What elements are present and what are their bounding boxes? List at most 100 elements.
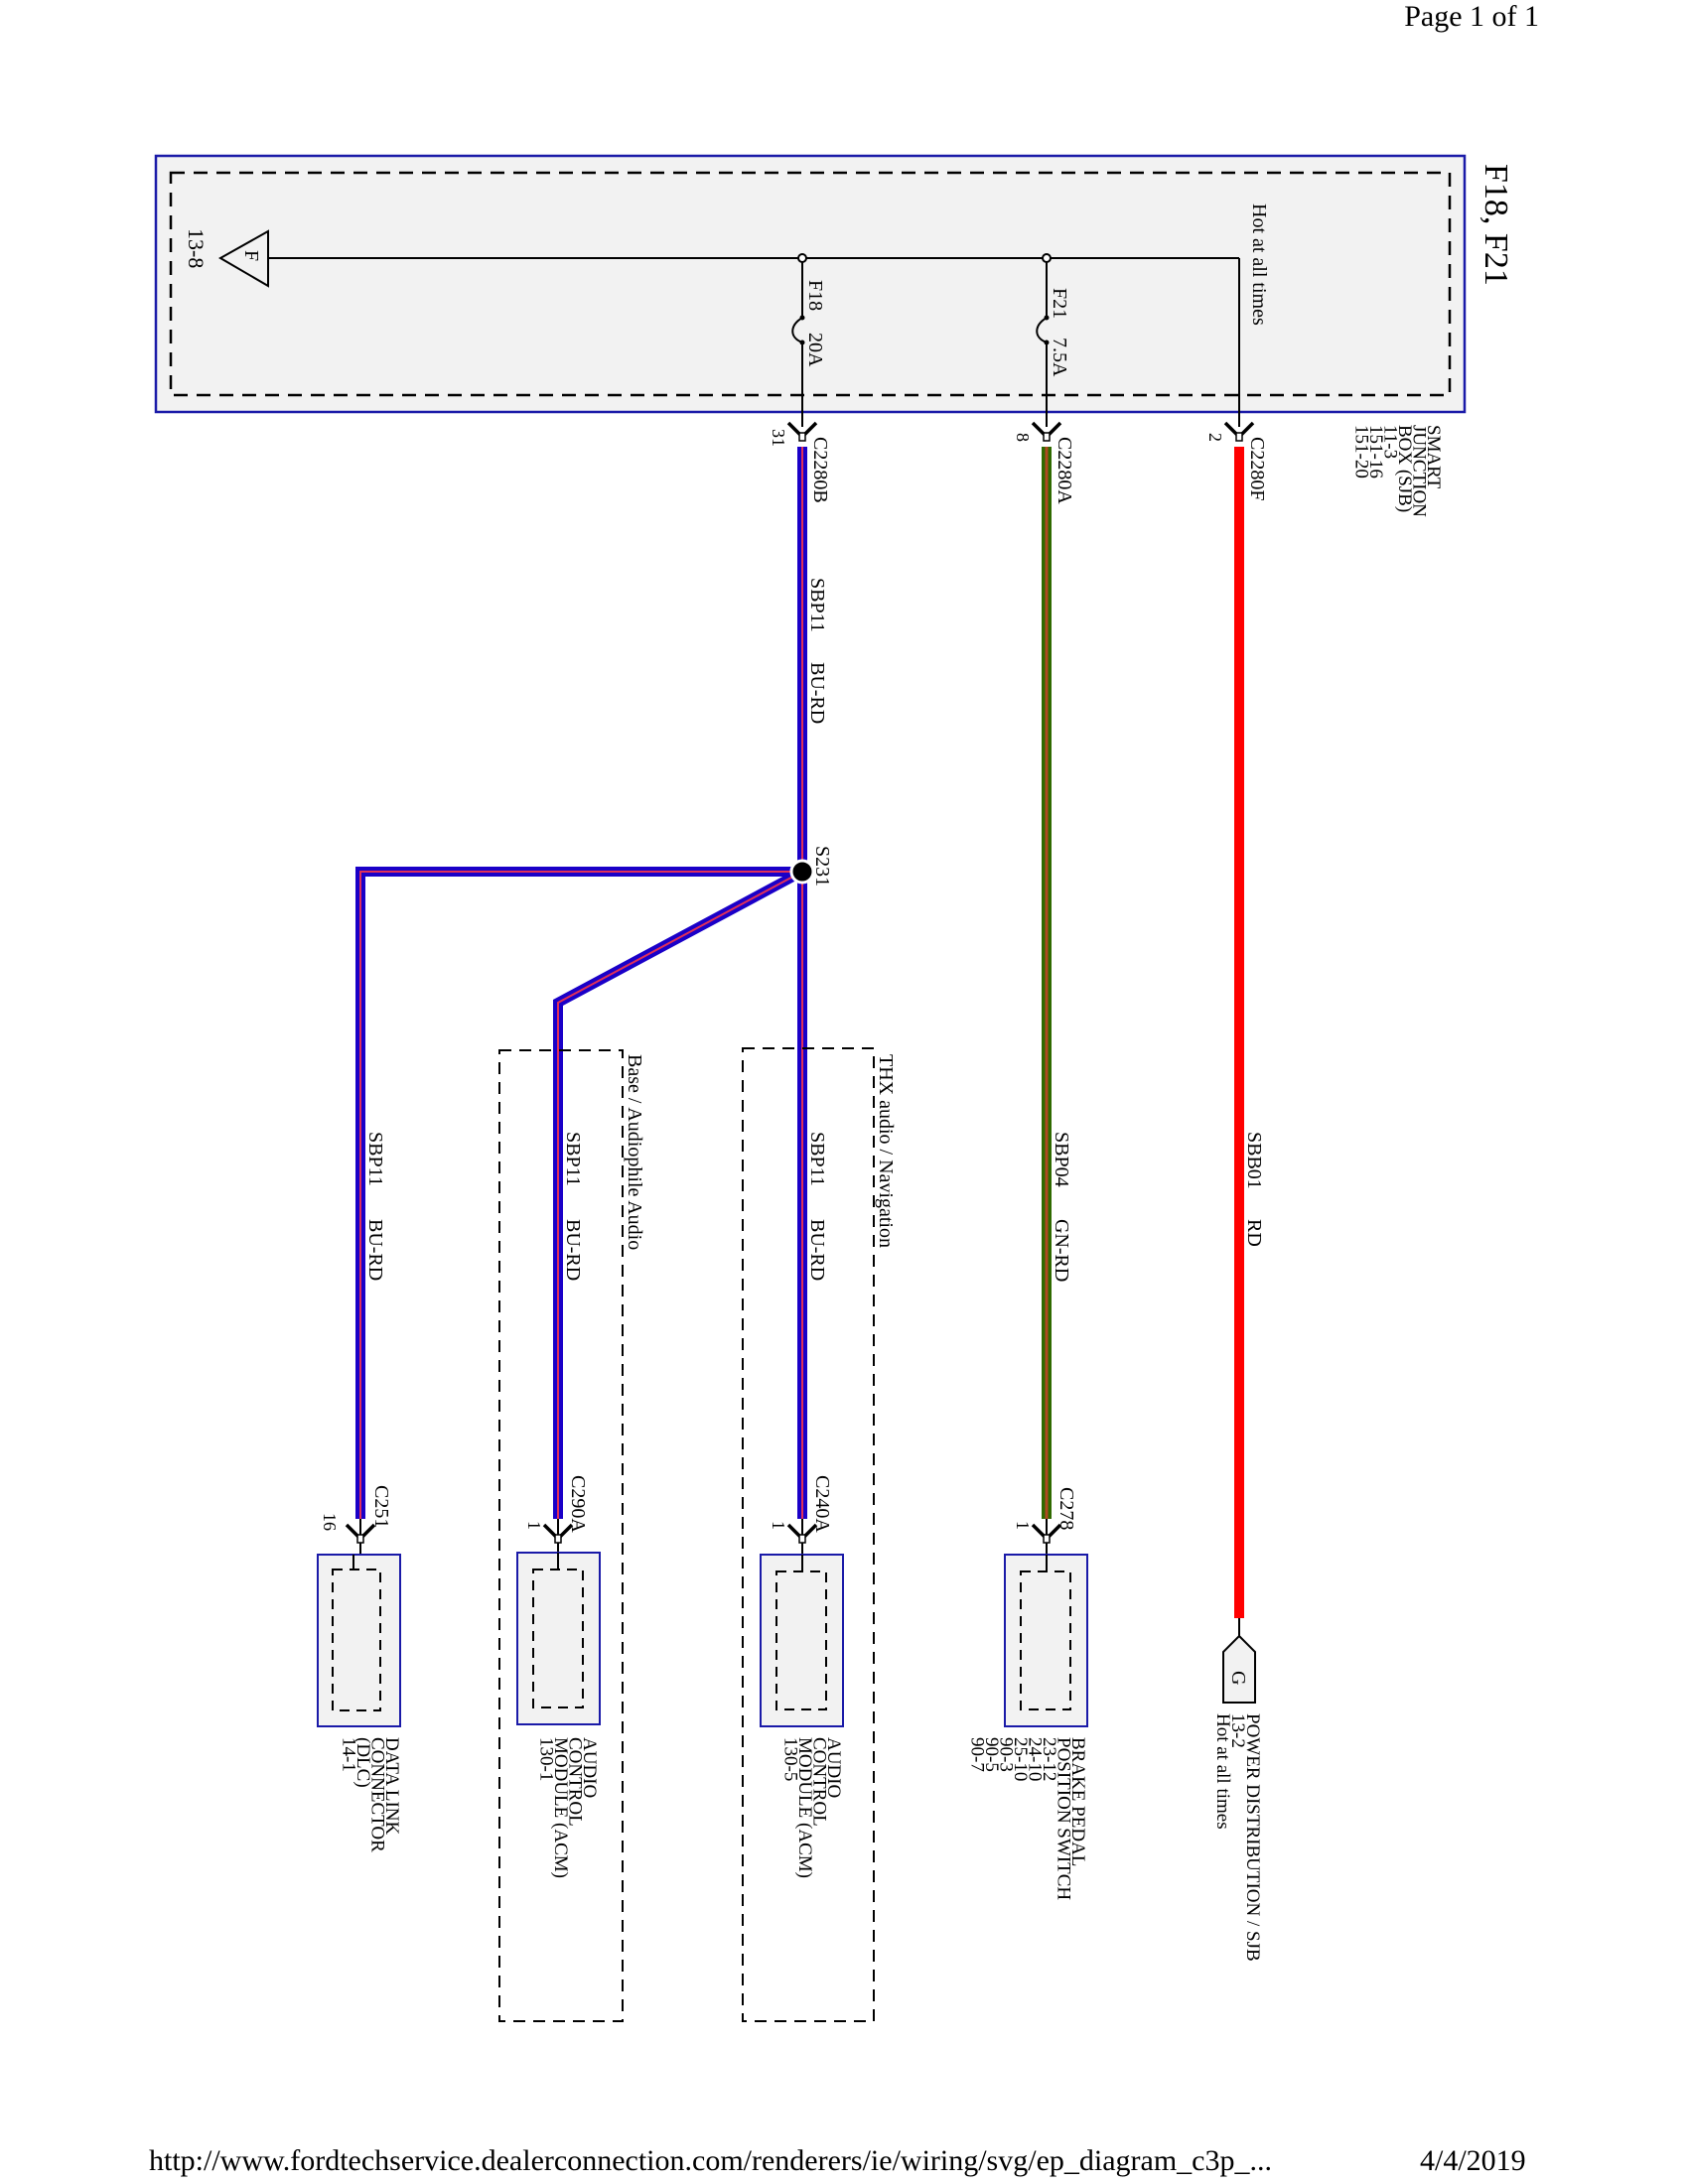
component-line: 90-3 (996, 1737, 1017, 1772)
wire-sbp04-green: SBP04 GN-RD (1042, 447, 1072, 1569)
component-line: CONTROL (809, 1737, 830, 1827)
sjb-name-line: 151-20 (1351, 425, 1372, 478)
wire-color-code: BU-RD (806, 1219, 828, 1281)
component-line: (DLC) (352, 1737, 373, 1788)
option-group-label: Base / Audiophile Audio (624, 1054, 645, 1250)
wire-circuit: SBP11 (562, 1132, 584, 1186)
reference-flag-f: F 13-8 (184, 228, 269, 288)
flag-letter: F (240, 250, 262, 261)
connector-c2280b: C2280B 31 (769, 421, 831, 503)
wire-sbp11-to-c240a: SBP11 BU-RD (797, 872, 828, 1569)
sjb-name-line: SMART (1423, 425, 1444, 489)
fuse-f18: F18 20A (791, 253, 826, 427)
sjb-name-line: 11-3 (1380, 425, 1401, 459)
wire-color-code: RD (1243, 1219, 1265, 1247)
connector-pin: 8 (1013, 433, 1033, 442)
connector-pin: 31 (769, 429, 788, 447)
connector-pin: 16 (320, 1513, 340, 1531)
connector-c2280a: C2280A 8 (1013, 421, 1075, 504)
connector-pin: 1 (1013, 1521, 1033, 1530)
flag-ref: 13-8 (184, 228, 209, 268)
option-group-label: THX audio / Navigation (875, 1054, 897, 1248)
component-line: 130-5 (780, 1737, 801, 1781)
smart-junction-box: F 13-8 Hot at all times F18 20A F21 7.5A… (154, 154, 1467, 517)
wire-circuit: SBP11 (364, 1132, 386, 1186)
connector-id: C240A (811, 1475, 833, 1533)
component-line: 23-12 (1039, 1737, 1059, 1781)
component-line: 25-10 (1010, 1737, 1031, 1781)
flag-letter: G (1227, 1671, 1249, 1685)
connector-id: C2280B (809, 437, 831, 503)
connector-pin: 1 (524, 1521, 544, 1530)
power-distribution-line: 13-2 (1227, 1713, 1248, 1748)
option-group-base-audiophile: Base / Audiophile Audio (498, 1049, 645, 2022)
fuse-rating: 7.5A (1049, 338, 1070, 377)
component-line: DATA LINK (381, 1737, 402, 1835)
power-distribution-line: Hot at all times (1212, 1713, 1233, 1830)
wire-color-code: BU-RD (562, 1219, 584, 1281)
component-line: 90-7 (967, 1737, 988, 1772)
wire-sbp11-to-c290a: SBP11 BU-RD (553, 867, 805, 1569)
component-line: 14-1 (339, 1737, 359, 1772)
sjb-inner-dashed (169, 171, 1452, 397)
wire-color-code: BU-RD (364, 1219, 386, 1281)
component-line: CONTROL (565, 1737, 586, 1827)
wire-circuit: SBP04 (1051, 1132, 1072, 1187)
source-url: http://www.fordtechservice.dealerconnect… (149, 2144, 1272, 2177)
sjb-outline (154, 154, 1467, 414)
fuse-f21: F21 7.5A (1036, 253, 1070, 427)
connector-id: C290A (567, 1475, 589, 1533)
wire-sbp11-feed: SBP11 BU-RD (797, 447, 828, 872)
power-distribution-line: POWER DISTRIBUTION / SJB (1242, 1713, 1263, 1962)
connector-id: C2280F (1246, 437, 1268, 500)
fuse-id: F21 (1049, 288, 1070, 319)
component-line: CONNECTOR (367, 1737, 388, 1852)
wire-circuit: SBP11 (806, 1132, 828, 1186)
wire-color-code: GN-RD (1051, 1219, 1072, 1282)
component-line: 130-1 (536, 1737, 557, 1781)
wire-sbp11-to-c251: SBP11 BU-RD (355, 867, 802, 1569)
component-line: 24-10 (1025, 1737, 1046, 1781)
fuse-rating: 20A (804, 333, 826, 367)
page-footer: http://www.fordtechservice.dealerconnect… (149, 2144, 1526, 2178)
component-line: POSITION SWITCH (1054, 1737, 1074, 1900)
connector-id: C251 (370, 1485, 392, 1528)
sjb-hot-label: Hot at all times (1248, 204, 1270, 326)
print-date: 4/4/2019 (1420, 2144, 1526, 2177)
component-line: MODULE (ACM) (550, 1737, 571, 1878)
connector-pin: 1 (769, 1521, 788, 1530)
component-line: AUDIO (579, 1737, 600, 1798)
component-line: AUDIO (823, 1737, 844, 1798)
component-line: 90-5 (981, 1737, 1002, 1772)
connector-c2280f: C2280F 2 (1205, 421, 1268, 500)
connector-id: C278 (1055, 1487, 1077, 1530)
component-line: MODULE (ACM) (794, 1737, 815, 1878)
sjb-name-line: 151-16 (1365, 425, 1386, 478)
component-line: BRAKE PEDAL (1067, 1737, 1088, 1866)
connector-pin: 2 (1205, 433, 1225, 442)
wire-color-code: BU-RD (806, 662, 828, 724)
splice-id: S231 (811, 846, 833, 887)
connector-id: C2280A (1054, 437, 1075, 504)
wire-sbb01-red: SBB01 RD (1234, 447, 1265, 1636)
page-number-label: Page 1 of 1 (1404, 0, 1539, 33)
sjb-name-line: JUNCTION (1409, 425, 1430, 517)
option-group-thx-navigation: THX audio / Navigation (742, 1047, 897, 2022)
diagram-title: F18, F21 (1477, 164, 1514, 286)
fuse-id: F18 (804, 280, 826, 311)
sjb-name-line: BOX (SJB) (1394, 425, 1415, 512)
wire-circuit: SBB01 (1243, 1132, 1265, 1189)
wire-circuit: SBP11 (806, 578, 828, 632)
